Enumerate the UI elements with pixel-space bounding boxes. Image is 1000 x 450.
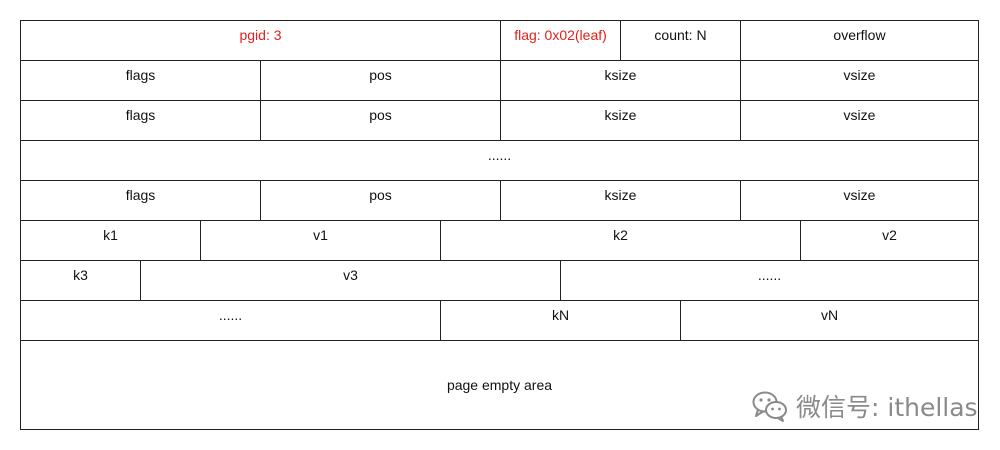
element-2-flags-cell: flags [20,100,261,141]
element-1-flags-cell: flags [20,60,261,101]
count-cell: count: N [620,20,741,61]
vn-cell: vN [680,300,979,341]
overflow-cell: overflow [740,20,979,61]
v3-cell: v3 [140,260,561,301]
wechat-icon [752,391,787,422]
element-2-vsize-cell: vsize [740,100,979,141]
kn-cell: kN [440,300,681,341]
v2-cell: v2 [800,220,979,261]
element-n-flags-cell: flags [20,180,261,221]
k2-cell: k2 [440,220,801,261]
element-n-ksize-cell: ksize [500,180,741,221]
data-ellipsis-cell-2: ...... [20,300,441,341]
element-1-vsize-cell: vsize [740,60,979,101]
element-ellipsis-cell: ...... [20,140,979,181]
pgid-cell: pgid: 3 [20,20,501,61]
v1-cell: v1 [200,220,441,261]
watermark-text: 微信号: ithellas [796,393,978,422]
watermark: 微信号: ithellas [752,388,978,424]
element-1-ksize-cell: ksize [500,60,741,101]
element-2-pos-cell: pos [260,100,501,141]
k1-cell: k1 [20,220,201,261]
element-n-pos-cell: pos [260,180,501,221]
element-n-vsize-cell: vsize [740,180,979,221]
data-ellipsis-cell-1: ...... [560,260,979,301]
flag-cell: flag: 0x02(leaf) [500,20,621,61]
page-empty-area: page empty area [20,340,979,430]
leaf-page-layout-diagram: pgid: 3 flag: 0x02(leaf) count: N overfl… [20,20,979,430]
element-1-pos-cell: pos [260,60,501,101]
k3-cell: k3 [20,260,141,301]
element-2-ksize-cell: ksize [500,100,741,141]
